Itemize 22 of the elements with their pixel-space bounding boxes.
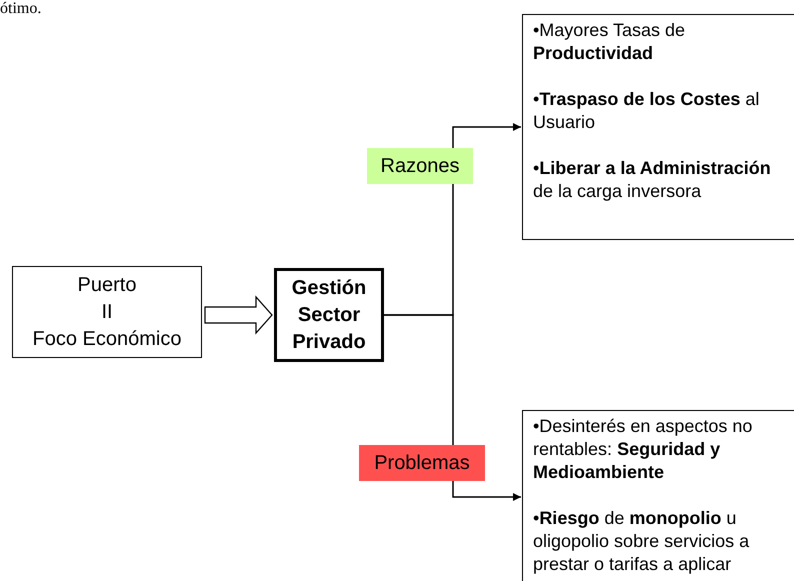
- arrow: [452, 123, 521, 148]
- node-text: •Riesgo de monopolio u oligopolio sobre servicios a prestar o tarifas a aplicar: [533, 507, 750, 576]
- arrow: [452, 481, 521, 501]
- category-label: [367, 148, 473, 184]
- block-arrow: [204, 295, 273, 335]
- connector-line: [384, 314, 454, 445]
- node-text: •Liberar a la Administración de la carga inversora: [533, 157, 771, 203]
- text-fragment: ótimo.: [0, 0, 42, 18]
- process-box: [274, 268, 384, 362]
- node-text: Razones: [380, 154, 460, 178]
- node-text: Gestión Sector Privado: [290, 276, 368, 354]
- node-text: •Desinterés en aspectos no rentables: Seguridad y Medioambiente: [533, 415, 754, 484]
- process-box: [12, 266, 202, 358]
- node-text: •Mayores Tasas de Productividad: [533, 19, 686, 65]
- node-text: II: [101, 300, 113, 324]
- category-label: [359, 445, 485, 481]
- node-text: Problemas: [374, 450, 470, 476]
- node-text: Foco Económico: [32, 326, 182, 352]
- text-box: [522, 410, 794, 581]
- node-text: Puerto: [78, 272, 136, 298]
- text-box: [522, 14, 794, 240]
- node-text: •Traspaso de los Costes al Usuario: [533, 88, 760, 134]
